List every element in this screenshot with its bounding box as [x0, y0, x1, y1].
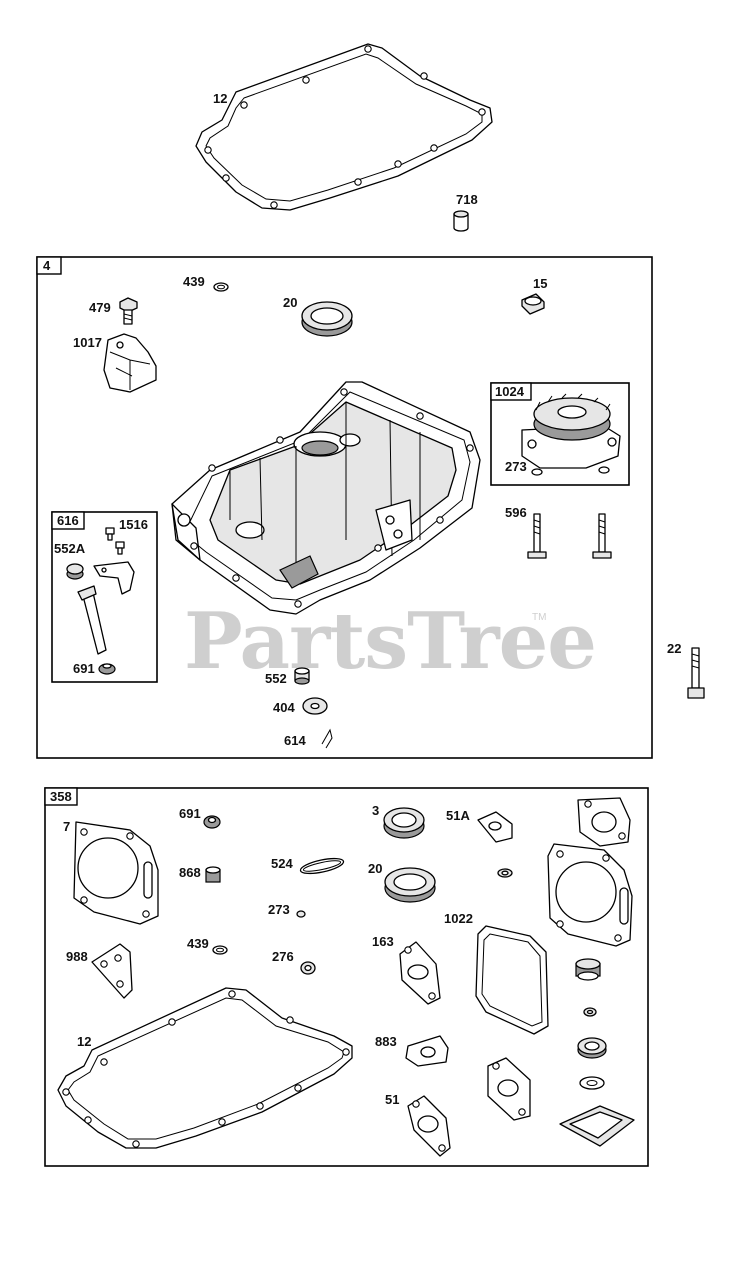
part-washer-273-a2[interactable] — [598, 466, 610, 474]
callout-1516: 1516 — [119, 517, 148, 532]
part-bushing-552[interactable] — [294, 667, 310, 685]
part-hitch-pin-614[interactable] — [321, 728, 333, 749]
watermark-text: PartsTree — [184, 596, 596, 687]
part-rocker-cover-gasket-1022[interactable] — [475, 925, 549, 1035]
callout-404: 404 — [273, 700, 295, 715]
part-oil-pump-gear-1024[interactable] — [521, 393, 621, 469]
part-gasket-12-top[interactable] — [195, 43, 493, 211]
part-oil-seal-3[interactable] — [383, 807, 425, 839]
part-frame-gasket-right[interactable] — [559, 1105, 635, 1147]
callout-691-b: 691 — [179, 806, 201, 821]
callout-868: 868 — [179, 865, 201, 880]
group-box-616 — [51, 511, 158, 683]
part-o-ring-524[interactable] — [299, 856, 345, 877]
part-bolt-22[interactable] — [687, 647, 705, 699]
part-seal-right[interactable] — [577, 1037, 607, 1059]
callout-22: 22 — [667, 641, 681, 656]
group-label-616: 616 — [57, 513, 79, 528]
part-gasket-163[interactable] — [399, 941, 441, 1005]
group-box-358 — [44, 787, 649, 1167]
part-seal-691-a[interactable] — [98, 663, 116, 675]
callout-988: 988 — [66, 949, 88, 964]
part-governor-shaft[interactable] — [77, 585, 107, 655]
callout-7: 7 — [63, 819, 70, 834]
part-oil-seal-20-b[interactable] — [384, 867, 436, 903]
group-label-1024: 1024 — [495, 384, 525, 399]
callout-15: 15 — [533, 276, 547, 291]
part-oil-seal-20-a[interactable] — [301, 301, 353, 337]
callout-614: 614 — [284, 733, 306, 748]
group-label-358: 358 — [50, 789, 72, 804]
part-bushing-552A[interactable] — [66, 563, 84, 580]
callout-691-a: 691 — [73, 661, 95, 676]
watermark-trademark: TM — [532, 612, 546, 623]
callout-276: 276 — [272, 949, 294, 964]
callout-479: 479 — [89, 300, 111, 315]
group-label-4: 4 — [43, 258, 51, 273]
callout-163: 163 — [372, 934, 394, 949]
part-seal-ring-439-b[interactable] — [212, 945, 228, 955]
callout-12-top: 12 — [213, 91, 227, 106]
callout-51: 51 — [385, 1092, 399, 1107]
part-bracket-1017[interactable] — [103, 333, 157, 393]
callout-12-bottom: 12 — [77, 1034, 91, 1049]
part-engine-sump[interactable] — [171, 381, 481, 615]
part-washer-right[interactable] — [579, 1076, 605, 1090]
part-gasket-51A[interactable] — [477, 811, 513, 843]
callout-3: 3 — [372, 803, 379, 818]
part-valve-seal[interactable] — [575, 958, 601, 981]
callout-439-a: 439 — [183, 274, 205, 289]
callout-718: 718 — [456, 192, 478, 207]
callout-596: 596 — [505, 505, 527, 520]
part-gasket-883[interactable] — [405, 1035, 449, 1067]
callout-20-b: 20 — [368, 861, 382, 876]
part-gasket-exhaust[interactable] — [577, 797, 631, 847]
part-plug-15[interactable] — [521, 293, 545, 315]
callout-552A: 552A — [54, 541, 86, 556]
group-tag-1024 — [490, 382, 532, 401]
callout-1022: 1022 — [444, 911, 473, 926]
callout-883: 883 — [375, 1034, 397, 1049]
part-gasket-intake[interactable] — [487, 1057, 531, 1121]
part-washer-404[interactable] — [302, 697, 328, 715]
group-tag-616 — [51, 511, 85, 530]
part-bolt-479[interactable] — [119, 297, 138, 325]
part-dowel-pin-718[interactable] — [453, 210, 469, 232]
callout-273-a: 273 — [505, 459, 527, 474]
part-gasket-51[interactable] — [407, 1095, 451, 1157]
group-box-4 — [36, 256, 653, 759]
part-governor-arm[interactable] — [93, 561, 135, 595]
callout-273-b: 273 — [268, 902, 290, 917]
callout-51A: 51A — [446, 808, 470, 823]
callout-20-a: 20 — [283, 295, 297, 310]
part-valve-seal-868[interactable] — [205, 866, 221, 883]
callout-439-b: 439 — [187, 936, 209, 951]
part-screw-1516[interactable] — [105, 527, 125, 555]
part-washer-273-b[interactable] — [296, 910, 306, 918]
part-small-washer[interactable] — [497, 868, 513, 878]
callout-552: 552 — [265, 671, 287, 686]
part-bolt-596-b[interactable] — [592, 513, 612, 559]
callout-1017: 1017 — [73, 335, 102, 350]
part-bolt-596-a[interactable] — [527, 513, 547, 559]
part-head-gasket[interactable] — [547, 843, 633, 947]
group-tag-358 — [44, 787, 78, 806]
part-small-ring-right[interactable] — [583, 1007, 597, 1017]
part-washer-273-a[interactable] — [531, 468, 543, 476]
group-box-1024 — [490, 382, 630, 486]
part-seal-691-b[interactable] — [203, 815, 221, 829]
part-head-gasket-7[interactable] — [73, 821, 159, 925]
part-gasket-12-bottom[interactable] — [57, 987, 353, 1149]
group-tag-4 — [36, 256, 62, 275]
callout-524: 524 — [271, 856, 293, 871]
part-seal-ring-439-a[interactable] — [213, 282, 229, 292]
part-gasket-988[interactable] — [91, 943, 133, 999]
part-washer-276[interactable] — [300, 961, 316, 975]
